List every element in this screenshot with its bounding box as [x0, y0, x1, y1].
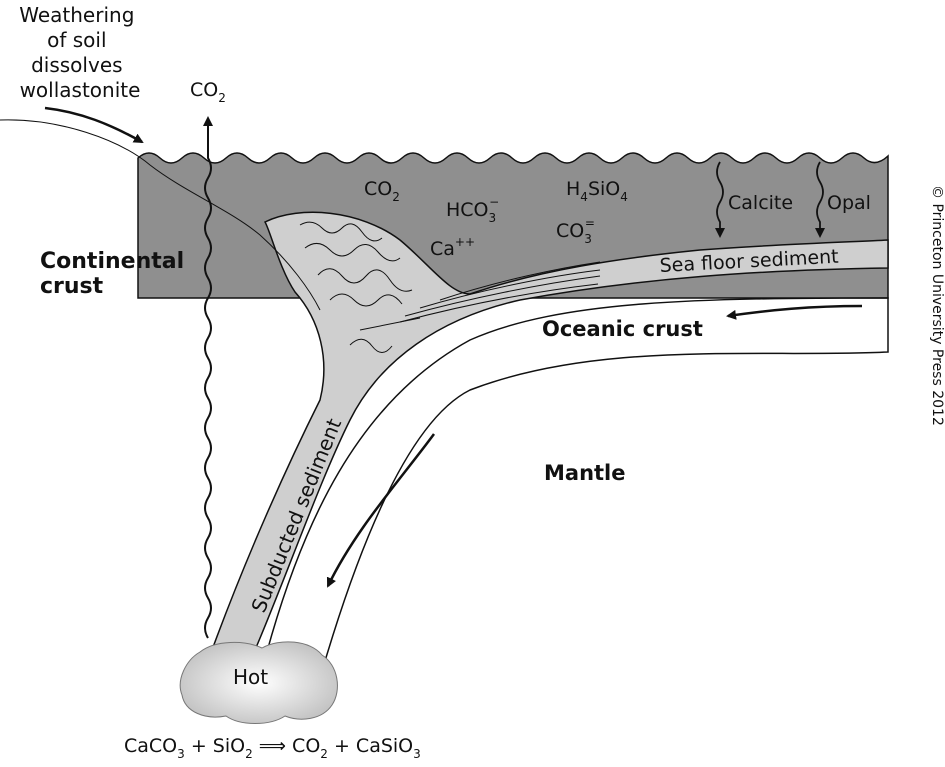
copyright-notice: © Princeton University Press 2012	[929, 185, 945, 426]
opal-arrow	[815, 161, 825, 238]
sediment-layers	[299, 221, 601, 353]
weathering-label-line2: of soil	[47, 28, 106, 52]
co2-outgassing-label: CO2	[190, 79, 226, 105]
ocean-ca-label: Ca++	[430, 235, 475, 260]
co2-outgassing-path	[203, 116, 213, 639]
calcite-label: Calcite	[728, 192, 793, 214]
calcite-arrow	[715, 161, 725, 238]
ocean-water	[137, 152, 889, 299]
ocean-co3-label: CO3=	[556, 216, 595, 246]
continental-crust-label: Continental crust	[40, 249, 192, 299]
subduction-motion-arrow	[326, 433, 436, 588]
oceanic-crust-motion-arrow	[726, 304, 863, 320]
weathering-label-line1: Weathering	[19, 3, 134, 27]
ocean-h4sio4-label: H4SiO4	[566, 178, 628, 204]
oceanic-crust-label: Oceanic crust	[542, 317, 703, 341]
weathering-label-line3: dissolves	[31, 53, 122, 77]
opal-label: Opal	[827, 192, 871, 214]
hot-label: Hot	[233, 665, 268, 689]
land-surface-line	[0, 119, 321, 311]
ocean-hco3-label: HCO3−	[446, 195, 499, 225]
weathering-arrow	[44, 106, 144, 144]
mantle-label: Mantle	[544, 461, 626, 485]
svg-text:Weathering of soil dis: Weathering of soil dissolves wollastonit…	[19, 3, 141, 102]
sediment-wedge	[210, 211, 889, 651]
weathering-label-line4: wollastonite	[20, 78, 141, 102]
reaction-equation: CaCO3 + SiO2 ⟹ CO2 + CaSiO3	[124, 735, 421, 761]
ocean-co2-label: CO2	[364, 178, 400, 204]
hot-magma-blob	[179, 641, 338, 724]
